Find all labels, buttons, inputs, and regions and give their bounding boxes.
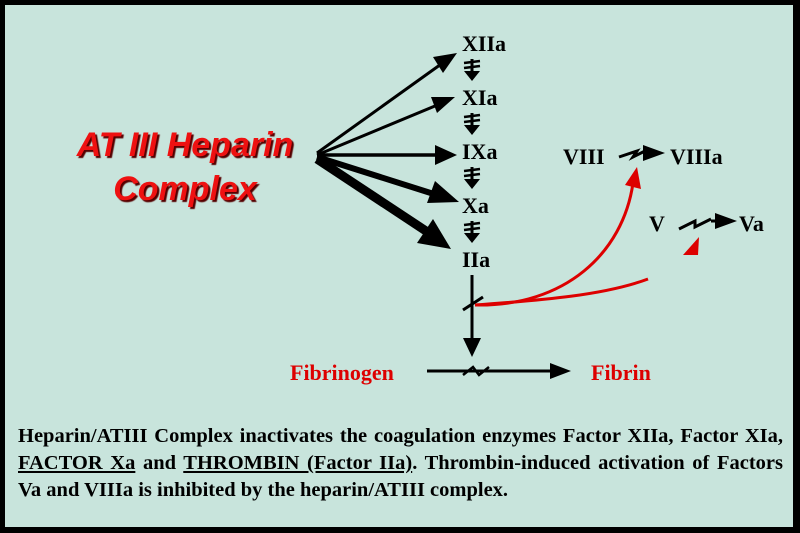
coagulation-diagram — [314, 53, 737, 379]
at3-heparin-complex-label: AT III Heparin Complex — [35, 123, 335, 211]
complex-label-line2: Complex — [113, 170, 257, 208]
arrow-to-iia — [314, 155, 432, 237]
viii-activation-arrow — [618, 145, 665, 161]
cascade-arrows — [427, 59, 737, 379]
arrow-to-xiia — [316, 55, 452, 155]
factor-viiia-label: VIIIa — [670, 144, 723, 169]
arrowhead-xia — [431, 97, 455, 113]
arrowhead-xa — [427, 181, 459, 203]
factor-v-label: V — [649, 211, 665, 236]
caption-part2: . Thrombin-induced activation of Factors… — [18, 452, 784, 501]
factor-viii-label: VIII — [563, 144, 605, 169]
complex-label-line1: AT III Heparin — [76, 126, 294, 164]
slide-panel: AT III Heparin Complex XIIa XIa IXa Xa I… — [5, 5, 793, 527]
inhibition-arrows — [314, 53, 459, 249]
caption-and: and — [135, 452, 184, 474]
caption-thrombin: THROMBIN (Factor IIa) — [183, 452, 413, 474]
arrow-to-xia — [316, 99, 448, 157]
cascade-step-1 — [463, 59, 481, 81]
factor-xiia-label: XIIa — [462, 31, 507, 56]
factor-ixa-label: IXa — [462, 139, 498, 164]
v-activation-arrow — [678, 213, 737, 231]
caption-text: Heparin/ATIII Complex inactivates the co… — [18, 423, 783, 504]
red-arrowhead-viii — [625, 167, 641, 189]
cascade-step-3 — [463, 167, 481, 189]
factor-va-label: Va — [739, 211, 764, 236]
red-arrow-to-viii — [474, 182, 635, 307]
red-arrow-to-v — [474, 277, 649, 307]
fibrinogen-label: Fibrinogen — [290, 360, 394, 385]
caption-factor-xa: FACTOR Xa — [18, 452, 136, 474]
thrombin-activation-arrows — [474, 167, 699, 307]
cascade-step-4 — [463, 221, 481, 243]
arrow-to-xa — [316, 154, 438, 198]
factor-xa-label: Xa — [462, 193, 489, 218]
red-arrowhead-v — [683, 237, 699, 255]
factor-iia-label: IIa — [462, 247, 491, 272]
arrowhead-ixa — [435, 145, 457, 165]
caption-part1: Heparin/ATIII Complex inactivates the co… — [18, 425, 783, 447]
thrombin-to-fibrin-arrow — [462, 275, 484, 357]
arrowhead-xiia — [433, 53, 457, 73]
fibrin-label: Fibrin — [591, 360, 651, 385]
cascade-step-2 — [463, 113, 481, 135]
factor-xia-label: XIa — [462, 85, 498, 110]
arrowhead-iia — [417, 219, 451, 249]
fibrinogen-to-fibrin-arrow — [427, 363, 571, 379]
